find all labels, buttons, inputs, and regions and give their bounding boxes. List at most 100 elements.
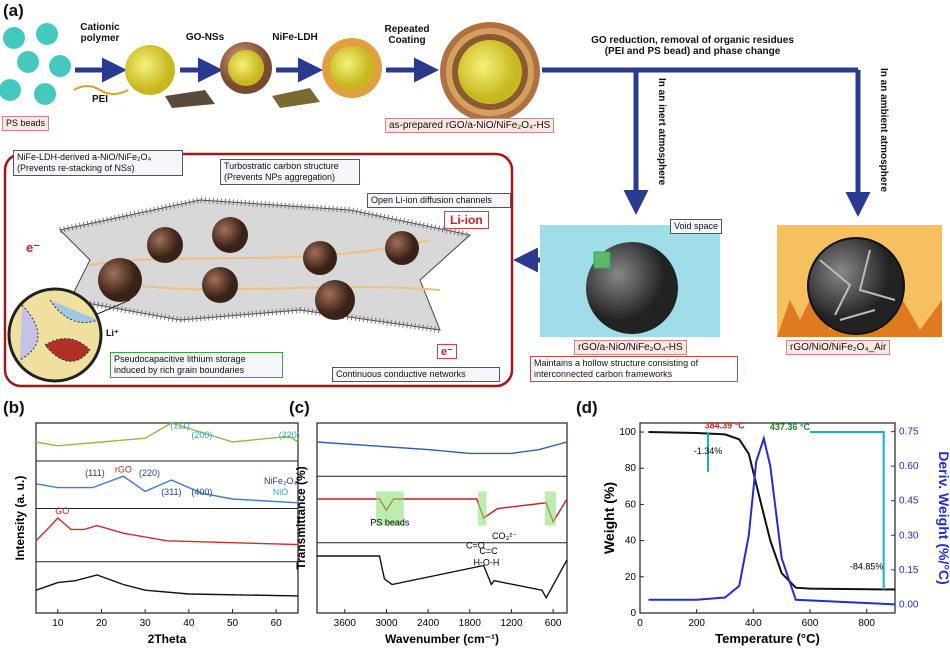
annotation-label: 437.36 °C	[770, 422, 811, 432]
y-tick-label: 60	[625, 499, 637, 510]
plot-frame	[639, 422, 896, 614]
x-tick-label: 3000	[375, 618, 398, 629]
ps-beads-label: PS beads	[2, 116, 50, 131]
open-channels-box: Open Li-ion diffusion channels	[367, 193, 511, 208]
conductive-networks-box: Continuous conductive networks	[332, 367, 500, 382]
y-tick-label: 0	[630, 608, 636, 619]
go-coated-bead-core	[228, 50, 264, 86]
band-label: CO₃²⁻	[492, 531, 517, 541]
x-tick-label: 20	[96, 618, 108, 629]
air-sphere	[807, 237, 905, 335]
oxide-particle	[385, 231, 419, 265]
ps-bead	[3, 27, 25, 49]
ldh-derived-box: NiFe-LDH-derived a-NiO/NiFe₂O₄ (Prevents…	[13, 150, 183, 176]
peak-label: (220)	[139, 468, 160, 478]
ps-bead	[0, 79, 21, 101]
x-axis-label: Temperature (°C)	[715, 631, 820, 646]
y-axis-label: Weight (%)	[601, 482, 617, 554]
peak-label: (311)	[161, 487, 181, 497]
peak-label: (400)	[191, 487, 212, 497]
transform-note: GO reduction, removal of organic residue…	[591, 35, 794, 57]
inert-label: In an inert atmosphere	[656, 78, 667, 186]
panel-a-label: (a)	[3, 1, 24, 20]
y2-tick-label: 0.45	[899, 496, 919, 507]
x-tick-label: 600	[545, 618, 562, 629]
peak-label: (111)	[170, 421, 190, 431]
series-line-0	[35, 422, 299, 447]
y-tick-label: 20	[625, 572, 637, 583]
y-tick-label: 40	[625, 536, 637, 547]
band-label: H-O-H	[473, 558, 499, 568]
y-tick-label: 100	[619, 427, 636, 438]
turbostratic-box: Turbostratic carbon structure (Prevents …	[220, 159, 360, 185]
x-tick-label: 50	[227, 618, 239, 629]
ps-bead	[49, 55, 71, 77]
peak-label: GO	[55, 506, 69, 516]
x-tick-label: 2400	[417, 618, 440, 629]
band-label: C=O	[466, 540, 485, 550]
x-axis-label: 2Theta	[148, 632, 187, 646]
x-tick-label: 1800	[459, 618, 482, 629]
series-line-2	[317, 555, 568, 600]
panel-b-label: (b)	[3, 398, 25, 417]
highlight-band	[478, 491, 487, 526]
plot-frame	[316, 422, 568, 614]
x-tick-label: 3600	[334, 618, 357, 629]
x-tick-label: 800	[858, 618, 875, 629]
series-line-0	[316, 441, 568, 455]
y-tick-label: 80	[625, 463, 637, 474]
y2-tick-label: 0.15	[899, 565, 919, 576]
step-gonss-label: GO-NSs	[185, 32, 225, 43]
x-tick-label: 40	[183, 618, 195, 629]
band-label: PS beads	[370, 518, 410, 528]
ldh-coated-bead-core	[330, 46, 374, 90]
ps-bead	[36, 23, 58, 45]
x-tick-label: 0	[637, 618, 643, 629]
panel-d-label: (d)	[576, 398, 598, 417]
y2-tick-label: 0.30	[899, 530, 919, 541]
peak-label: NiO	[273, 487, 289, 497]
peak-label: (220)	[279, 430, 300, 440]
step-cationic-label: Cationic polymer	[80, 22, 120, 44]
peak-label: rGO	[115, 464, 132, 474]
oxide-particle	[98, 258, 142, 302]
peak-label: (200)	[191, 430, 212, 440]
deriv-curve	[648, 434, 896, 606]
peak-label: (111)	[85, 468, 105, 478]
hs-note: Maintains a hollow structure consisting …	[530, 356, 738, 382]
y2-tick-label: 0.60	[899, 461, 919, 472]
series-line-2	[35, 517, 299, 546]
step-repeat-label: Repeated Coating	[384, 24, 430, 46]
oxide-particle	[212, 217, 248, 253]
y2-axis-label: Deriv. Weight (%/°C)	[936, 451, 950, 584]
as-prepared-label: as-prepared rGO/a-NiO/NiFe₂O₄-HS	[385, 118, 555, 133]
go-sheet-icon	[165, 90, 215, 108]
electron-label-2: e⁻	[437, 344, 457, 359]
hs-label: rGO/a-NiO/NiFe₂O₄-HS	[574, 340, 687, 355]
series-line-3	[35, 574, 299, 597]
panel-a: (a) PS beads Cationic polymer PEI GO-NSs…	[0, 1, 942, 388]
void-space-box: Void space	[670, 219, 723, 234]
oxide-particle	[315, 280, 355, 320]
plot-frame	[35, 422, 299, 614]
pei-coated-bead	[125, 45, 175, 95]
weight-curve	[648, 431, 896, 591]
li-plus-label: Li⁺	[106, 328, 119, 338]
y-axis-label: Intensity (a. u.)	[13, 476, 27, 561]
y-axis-label: Transmittance (%)	[294, 466, 308, 569]
ps-bead	[34, 83, 56, 105]
oxide-particle	[303, 241, 337, 275]
band-label: C=C	[479, 546, 498, 556]
x-tick-label: 200	[688, 618, 705, 629]
highlight-band	[544, 491, 556, 526]
ps-bead	[17, 51, 39, 73]
x-axis-label: Wavenumber (cm⁻¹)	[385, 632, 499, 646]
synthesis-steps	[3, 22, 942, 388]
step-ldh-label: NiFe-LDH	[272, 32, 318, 43]
y2-tick-label: 0.75	[899, 427, 919, 438]
air-label: rGO/NiO/NiFe₂O₄_Air	[786, 340, 891, 355]
ldh-sheet-icon	[272, 88, 320, 108]
x-tick-label: 400	[745, 618, 762, 629]
